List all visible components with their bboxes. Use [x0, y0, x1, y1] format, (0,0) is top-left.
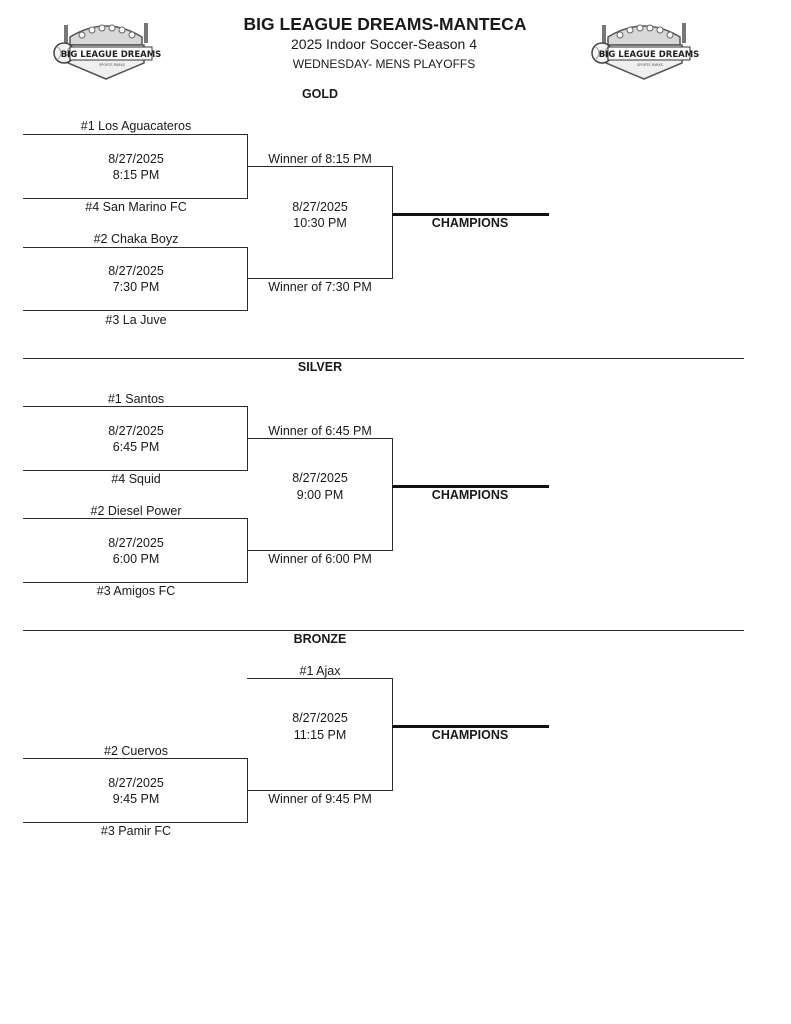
game-date: 8/27/2025 — [108, 776, 164, 790]
bracket-line — [392, 678, 393, 791]
bracket-line — [392, 438, 393, 551]
bracket-line — [247, 166, 393, 167]
bracket-line — [247, 758, 248, 823]
team-slot: #3 Amigos FC — [96, 584, 176, 598]
final-slot: Winner of 9:45 PM — [268, 792, 372, 806]
game-date: 8/27/2025 — [108, 424, 164, 438]
bracket-line — [247, 247, 248, 311]
bracket-line — [23, 310, 248, 311]
division-title-silver: SILVER — [297, 360, 343, 374]
game-time: 6:45 PM — [112, 440, 160, 454]
bracket-line — [23, 198, 248, 199]
division-title-bronze: BRONZE — [293, 632, 347, 646]
logo-text: BIG LEAGUE DREAMS — [61, 50, 162, 60]
bracket-line — [247, 790, 393, 791]
team-slot: #2 Cuervos — [104, 744, 168, 758]
game-time: 9:45 PM — [112, 792, 160, 806]
team-slot: #1 Santos — [107, 392, 165, 406]
team-slot: #3 La Juve — [105, 313, 167, 327]
champion-line — [392, 485, 549, 488]
big-league-dreams-logo-left: BIG LEAGUE DREAMS SPORTS PARKS — [53, 23, 162, 80]
team-slot: #4 Squid — [111, 472, 161, 486]
game-date: 8/27/2025 — [292, 711, 348, 725]
team-slot: #3 Pamir FC — [100, 824, 172, 838]
bracket-line — [23, 518, 248, 519]
game-time: 6:00 PM — [112, 552, 160, 566]
game-time: 9:00 PM — [296, 488, 344, 502]
bracket-line — [247, 438, 393, 439]
final-slot: Winner of 6:45 PM — [268, 424, 372, 438]
champions-label: CHAMPIONS — [431, 216, 509, 230]
logo-text: BIG LEAGUE DREAMS — [599, 50, 700, 60]
bracket-line — [247, 550, 393, 551]
team-slot: #4 San Marino FC — [85, 200, 187, 214]
champions-label: CHAMPIONS — [431, 488, 509, 502]
bracket-line — [23, 247, 248, 248]
bracket-line — [247, 678, 393, 679]
game-date: 8/27/2025 — [108, 536, 164, 550]
stadium-icon — [591, 23, 691, 80]
final-slot: Winner of 8:15 PM — [268, 152, 372, 166]
game-date: 8/27/2025 — [292, 200, 348, 214]
game-date: 8/27/2025 — [108, 264, 164, 278]
bracket-line — [23, 582, 248, 583]
game-time: 10:30 PM — [293, 216, 347, 230]
team-slot: #2 Chaka Boyz — [93, 232, 179, 246]
final-slot: Winner of 6:00 PM — [268, 552, 372, 566]
bracket-line — [392, 166, 393, 279]
game-time: 7:30 PM — [112, 280, 160, 294]
page-subtitle-playoffs: WEDNESDAY- MENS PLAYOFFS — [292, 57, 476, 71]
logo-subtext: SPORTS PARKS — [99, 63, 126, 67]
big-league-dreams-logo-right: BIG LEAGUE DREAMS SPORTS PARKS — [591, 23, 700, 80]
bracket-line — [247, 278, 393, 279]
team-slot: #2 Diesel Power — [90, 504, 182, 518]
bracket-line — [23, 470, 248, 471]
page-subtitle: 2025 Indoor Soccer-Season 4 — [290, 36, 478, 52]
champion-line — [392, 213, 549, 216]
game-time: 11:15 PM — [293, 728, 347, 742]
page-title: BIG LEAGUE DREAMS-MANTECA — [243, 14, 527, 34]
champion-line — [392, 725, 549, 728]
bracket-line — [23, 134, 248, 135]
bracket-line — [23, 406, 248, 407]
logo-subtext: SPORTS PARKS — [637, 63, 664, 67]
final-slot: Winner of 7:30 PM — [268, 280, 372, 294]
section-divider — [23, 358, 744, 359]
bracket-line — [23, 822, 248, 823]
stadium-icon — [53, 23, 153, 80]
bracket-line — [23, 758, 248, 759]
team-slot: #1 Los Aguacateros — [80, 119, 192, 133]
game-date: 8/27/2025 — [292, 471, 348, 485]
game-date: 8/27/2025 — [108, 152, 164, 166]
section-divider — [23, 630, 744, 631]
game-time: 8:15 PM — [112, 168, 160, 182]
final-slot: #1 Ajax — [299, 664, 341, 678]
division-title-gold: GOLD — [301, 87, 339, 101]
champions-label: CHAMPIONS — [431, 728, 509, 742]
